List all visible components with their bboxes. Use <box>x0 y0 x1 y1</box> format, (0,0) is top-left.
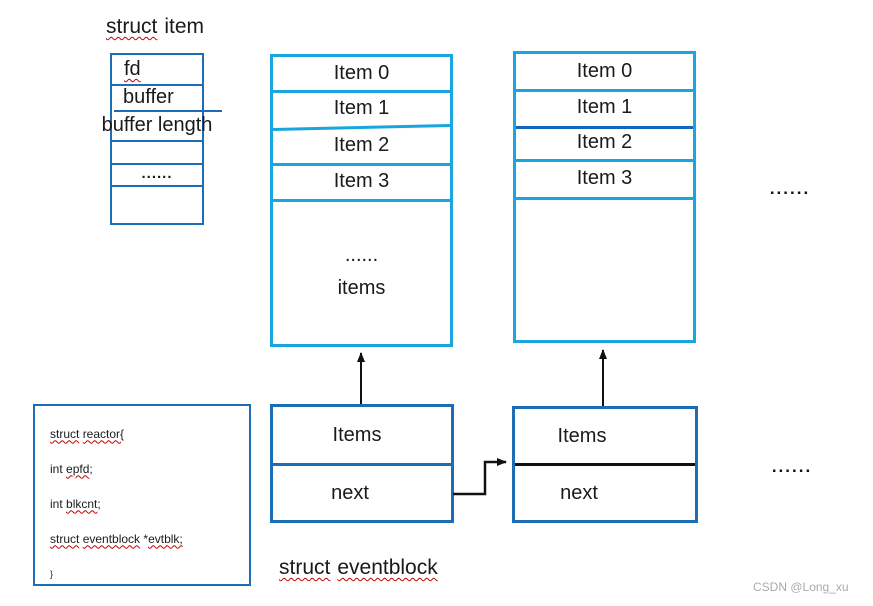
caption-keyword: struct <box>279 556 331 579</box>
array-ellipsis: ...... <box>344 243 379 266</box>
code-line: struct reactor{ <box>50 416 249 451</box>
eventblock-node-1: Items next <box>270 404 454 523</box>
struct-item-box: fd buffer buffer length ...... <box>102 53 222 225</box>
item-slot: Item 2 <box>333 133 390 156</box>
code-token: epfd <box>66 461 90 476</box>
item-slot: Item 3 <box>333 169 390 192</box>
divider <box>516 159 693 162</box>
code-token: eventblock <box>82 531 141 546</box>
code-token: ; <box>97 496 101 511</box>
code-line: int epfd; <box>50 451 249 486</box>
divider <box>112 163 202 165</box>
divider <box>112 185 202 187</box>
item-slot: Item 0 <box>333 62 390 84</box>
code-token: int <box>50 461 67 476</box>
code-line: } <box>50 556 249 584</box>
struct-item-title: struct item <box>106 15 204 39</box>
field-fd: fd <box>112 55 202 84</box>
divider <box>114 110 222 112</box>
divider <box>112 84 202 86</box>
item-array-2: Item 0 Item 1 Item 2 Item 3 <box>513 51 696 343</box>
field-fd-label: fd <box>124 58 141 80</box>
code-token: struct <box>50 426 80 441</box>
code-token: struct <box>50 531 80 546</box>
divider <box>516 126 693 129</box>
code-line: struct eventblock *evtblk; <box>50 521 249 556</box>
code-token: * <box>140 531 149 546</box>
code-token: reactor{ <box>82 426 125 441</box>
code-token: ; <box>89 461 93 476</box>
code-token: evtblk; <box>148 531 183 546</box>
node-items-field: Items <box>332 423 382 446</box>
divider <box>273 463 451 466</box>
item-slot: Item 0 <box>576 60 633 82</box>
watermark: CSDN @Long_xu <box>753 580 849 594</box>
node-next-field: next <box>331 481 369 504</box>
title-keyword: struct <box>106 15 158 38</box>
node-items-field: Items <box>557 424 607 447</box>
eventblock-caption: struct eventblock <box>279 556 438 580</box>
code-token: int <box>50 496 67 511</box>
divider <box>112 140 202 142</box>
item-slot: Item 1 <box>333 97 390 119</box>
item-slot: Item 3 <box>576 166 633 189</box>
divider <box>516 197 693 200</box>
title-name: item <box>164 15 205 38</box>
code-token: } <box>50 568 54 579</box>
node-next-field: next <box>560 481 598 504</box>
array-items-label: items <box>337 276 386 299</box>
code-token: blkcnt <box>66 496 98 511</box>
ellipsis-top: ...... <box>769 179 811 198</box>
field-ellipsis: ...... <box>141 165 173 182</box>
reactor-code-box: struct reactor{int epfd;int blkcnt;struc… <box>33 404 251 586</box>
eventblock-node-2: Items next <box>512 406 698 523</box>
divider <box>273 163 450 166</box>
arrow-next-to-node2 <box>453 458 507 496</box>
divider <box>273 199 450 202</box>
item-slot: Item 2 <box>576 131 633 153</box>
divider <box>516 89 693 92</box>
item-slot: Item 1 <box>576 96 633 118</box>
caption-name: eventblock <box>337 556 438 579</box>
divider <box>273 90 450 93</box>
ellipsis-bottom: ...... <box>771 457 813 476</box>
field-buffer: buffer <box>123 85 174 108</box>
field-buffer-length: buffer length <box>101 113 213 136</box>
item-array-1: Item 0 Item 1 Item 2 Item 3 ...... items <box>270 54 453 347</box>
code-lines-container: struct reactor{int epfd;int blkcnt;struc… <box>35 406 249 584</box>
code-line: int blkcnt; <box>50 486 249 521</box>
divider-black <box>515 463 695 466</box>
